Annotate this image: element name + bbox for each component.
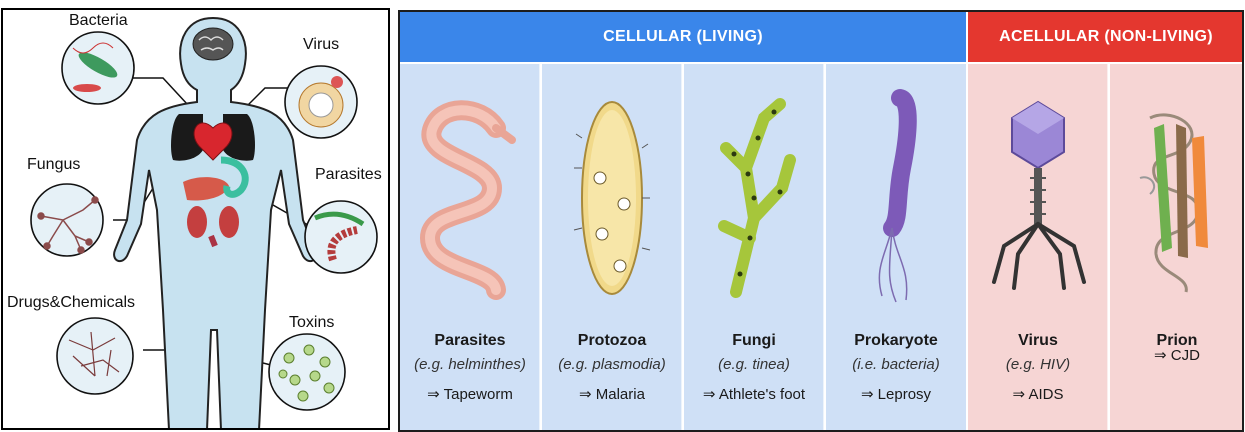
column-example: (e.g. helminthes) (400, 356, 540, 373)
column-parasites: Parasites (e.g. helminthes) ⇒ Tapeworm (400, 64, 540, 430)
human-body-illustration (3, 10, 388, 428)
bacterium-icon (826, 78, 966, 308)
column-title: Protozoa (542, 332, 682, 350)
pathogen-classification-panel: CELLULAR (LIVING) ACELLULAR (NON-LIVING)… (398, 10, 1244, 432)
label-drugs-chemicals: Drugs&Chemicals (7, 294, 135, 312)
fungus-circle (31, 184, 103, 256)
column-disease: ⇒ CJD (1110, 346, 1244, 364)
column-disease: ⇒ Leprosy (826, 385, 966, 403)
label-virus: Virus (303, 36, 339, 54)
column-virus: Virus (e.g. HIV) ⇒ AIDS (968, 64, 1108, 430)
column-title: Fungi (684, 332, 824, 350)
column-title: Virus (968, 332, 1108, 350)
column-title: Parasites (400, 332, 540, 350)
column-disease: ⇒ Tapeworm (400, 385, 540, 403)
column-example: (i.e. bacteria) (826, 356, 966, 373)
bacteriophage-icon (968, 78, 1108, 308)
drugs-circle (57, 318, 133, 394)
label-toxins: Toxins (289, 314, 334, 332)
human-body-panel: Bacteria Virus Fungus Parasites Drugs&Ch… (1, 8, 390, 430)
header-acellular: ACELLULAR (NON-LIVING) (968, 12, 1244, 62)
column-disease: ⇒ Athlete's foot (684, 385, 824, 403)
fungal-hyphae-icon (684, 78, 824, 308)
label-fungus: Fungus (27, 156, 80, 174)
brain-icon (193, 28, 233, 60)
label-parasites: Parasites (315, 166, 382, 184)
column-example: (e.g. HIV) (968, 356, 1108, 373)
column-prion: Prion ⇒ CJD (1110, 64, 1244, 430)
column-example: (e.g. tinea) (684, 356, 824, 373)
column-example: (e.g. plasmodia) (542, 356, 682, 373)
column-title: Prokaryote (826, 332, 966, 350)
plasmodium-icon (542, 78, 682, 308)
tapeworm-icon (400, 78, 540, 308)
column-disease: ⇒ Malaria (542, 385, 682, 403)
kidney-icon (187, 206, 207, 238)
column-protozoa: Protozoa (e.g. plasmodia) ⇒ Malaria (542, 64, 682, 430)
prion-protein-icon (1110, 78, 1244, 308)
label-bacteria: Bacteria (69, 12, 128, 30)
column-prokaryote: Prokaryote (i.e. bacteria) ⇒ Leprosy (826, 64, 966, 430)
header-cellular: CELLULAR (LIVING) (400, 12, 966, 62)
column-disease: ⇒ AIDS (968, 385, 1108, 403)
column-fungi: Fungi (e.g. tinea) ⇒ Athlete's foot (684, 64, 824, 430)
